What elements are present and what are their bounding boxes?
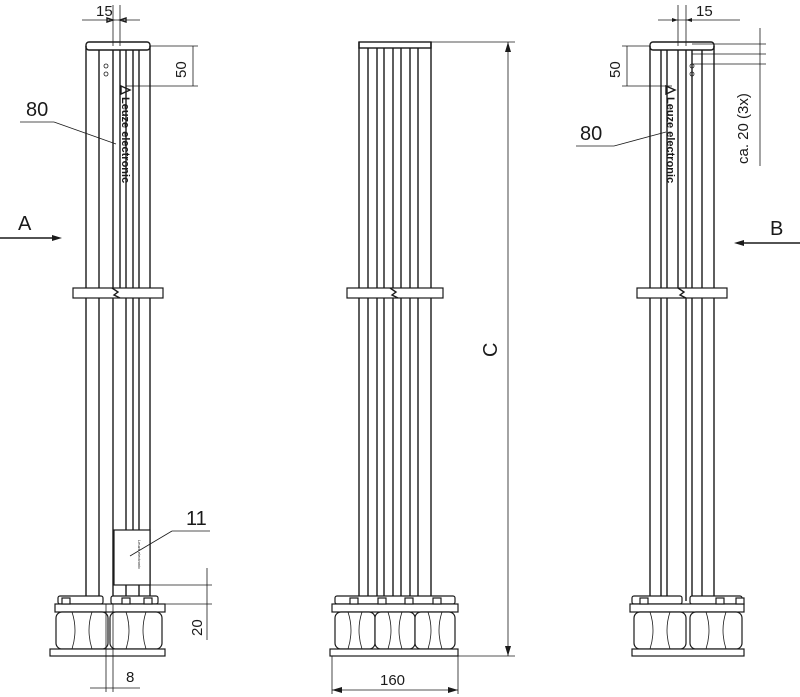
svg-text:80: 80 — [26, 99, 48, 121]
svg-text:80: 80 — [580, 123, 602, 145]
dimension-base-clearance: 20 — [150, 568, 212, 640]
svg-text:50: 50 — [173, 61, 190, 78]
svg-text:15: 15 — [696, 3, 713, 20]
svg-text:160: 160 — [380, 672, 405, 689]
svg-text:ca. 20 (3x): ca. 20 (3x) — [735, 93, 752, 164]
svg-text:B: B — [770, 218, 783, 240]
view-marker-b: B — [734, 218, 800, 246]
dimension-offset-top-right: 15 — [658, 3, 740, 46]
svg-text:11: 11 — [186, 508, 207, 530]
leuze-logo-right: Leuze electronic — [664, 84, 677, 183]
svg-text:A: A — [18, 213, 32, 235]
svg-text:15: 15 — [96, 3, 113, 20]
leuze-logo-left: Leuze electronic — [119, 84, 132, 183]
callout-connector: 11 — [129, 508, 210, 557]
svg-text:Leuze electronic: Leuze electronic — [119, 97, 131, 183]
dimension-offset-top-left: 15 — [82, 3, 140, 46]
svg-text:50: 50 — [607, 61, 624, 78]
dimension-logo-height-right: 50 — [607, 45, 672, 87]
svg-text:C: C — [480, 343, 502, 357]
dimension-base-offset: 8 — [90, 604, 140, 692]
svg-text:8: 8 — [126, 669, 134, 686]
column-view-center — [329, 41, 459, 657]
dimension-hole-spacing: ca. 20 (3x) — [692, 28, 766, 166]
column-view-right: Leuze electronic — [629, 41, 745, 657]
base-plate-right — [629, 595, 745, 657]
column-view-left: Leuze electronic Leuze electronic — [49, 41, 166, 657]
callout-logo-right: 80 — [576, 123, 667, 147]
svg-text:20: 20 — [189, 619, 206, 636]
dimension-logo-height-left: 50 — [126, 45, 198, 87]
base-plate-center — [329, 595, 459, 657]
dimension-base-width: 160 — [331, 656, 459, 694]
connector-box: Leuze electronic — [113, 529, 151, 586]
dimension-overall-height: C — [431, 41, 515, 657]
callout-logo-left: 80 — [20, 99, 117, 145]
svg-text:Leuze electronic: Leuze electronic — [664, 97, 676, 183]
base-plate-left — [49, 595, 166, 657]
view-marker-a: A — [0, 213, 62, 241]
svg-text:Leuze electronic: Leuze electronic — [137, 540, 142, 569]
